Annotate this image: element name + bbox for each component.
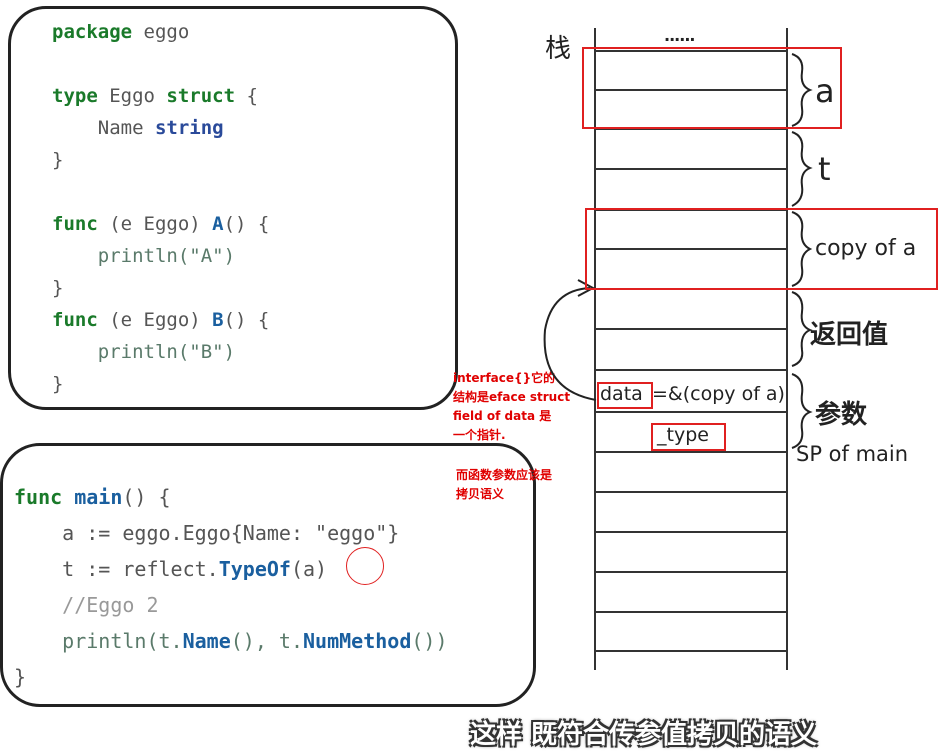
- stack-title: 栈: [545, 34, 572, 64]
- highlight-copy-slot: [585, 208, 938, 290]
- brace-params: [791, 373, 813, 449]
- receiver-a: (e Eggo): [97, 213, 213, 235]
- label-params: 参数: [815, 400, 868, 430]
- copy-pointer-arrow: [543, 287, 597, 401]
- kw-package: package: [52, 21, 133, 43]
- struct-code-panel: [8, 6, 458, 410]
- main-sig: () {: [122, 485, 171, 509]
- main-fn-name: main: [74, 485, 123, 509]
- typeof-fn: TypeOf: [218, 557, 291, 581]
- brace-a: [791, 53, 813, 127]
- method-b-close: }: [52, 373, 64, 395]
- type-name: Eggo: [97, 85, 167, 107]
- typeof-arg: (a): [290, 557, 328, 581]
- brace-copy: [791, 211, 813, 287]
- label-copy-of-a: copy of a: [815, 236, 917, 261]
- stack-divider: [594, 328, 788, 330]
- method-a-close: }: [52, 277, 64, 299]
- println-b: println("B"): [52, 341, 236, 363]
- assign-a-line: a := eggo.Eggo{Name: "eggo"}: [14, 521, 400, 545]
- highlight-data-field: [597, 382, 653, 409]
- stack-divider: [594, 611, 788, 613]
- package-name: eggo: [132, 21, 190, 43]
- kw-func-b: func: [52, 309, 98, 331]
- stack-divider: [594, 491, 788, 493]
- println-end: ()): [411, 629, 448, 653]
- nummethod-method: NumMethod: [303, 629, 412, 653]
- highlight-type-field: [651, 423, 726, 451]
- brace-return: [791, 291, 813, 367]
- receiver-b: (e Eggo): [97, 309, 213, 331]
- kw-func-main: func: [14, 485, 63, 509]
- highlight-a-slot: [582, 47, 842, 129]
- println-mid: (), t.: [230, 629, 303, 653]
- copy-semantics-note: 而函数参数应该是 拷贝语义: [456, 468, 553, 501]
- data-word: data: [600, 383, 643, 405]
- stack-right-wall: [786, 28, 788, 670]
- field-type: string: [154, 117, 224, 139]
- stack-divider: [594, 571, 788, 573]
- method-a-sig: () {: [223, 213, 270, 235]
- data-pointer-text: =&(copy of a): [652, 383, 785, 405]
- field-name: Name: [52, 117, 155, 139]
- kw-struct: struct: [166, 85, 236, 107]
- main-close: }: [14, 665, 27, 689]
- eface-note: interface{}它的 结构是eface struct field of d…: [453, 371, 571, 442]
- brace-t: [791, 131, 813, 207]
- stack-divider: [594, 50, 788, 52]
- main-code-block: func main() { a := eggo.Eggo{Name: "eggo…: [14, 479, 448, 695]
- method-b-name: B: [212, 309, 224, 331]
- stack-divider: [594, 650, 788, 652]
- name-method: Name: [182, 629, 231, 653]
- println-prefix: println(t.: [14, 629, 183, 653]
- type-word: _type: [657, 424, 709, 446]
- stack-divider: [594, 89, 788, 91]
- stack-divider: [594, 411, 788, 413]
- label-return-value: 返回值: [810, 320, 889, 350]
- main-code-panel: [0, 443, 536, 707]
- arg-highlight-circle: [346, 547, 384, 585]
- stack-divider: [594, 451, 788, 453]
- subtitle-caption: 这样 既符合传参值拷贝的语义: [470, 720, 818, 750]
- brace-open: {: [235, 85, 258, 107]
- brace-close: }: [52, 149, 64, 171]
- println-a: println("A"): [52, 245, 236, 267]
- stack-divider: [594, 168, 788, 170]
- stack-divider: [594, 248, 788, 250]
- stack-divider: [594, 531, 788, 533]
- method-a-name: A: [212, 213, 224, 235]
- label-sp-of-main: SP of main: [796, 442, 909, 466]
- typeof-prefix: t := reflect.: [14, 557, 219, 581]
- stack-ellipsis: ......: [664, 26, 695, 45]
- label-a: a: [815, 72, 835, 110]
- struct-code-block: package eggo type Eggo struct { Name str…: [52, 16, 269, 400]
- label-t: t: [818, 150, 831, 188]
- kw-type: type: [52, 85, 98, 107]
- method-b-sig: () {: [223, 309, 270, 331]
- stack-divider: [594, 369, 788, 371]
- comment-line: //Eggo 2: [14, 593, 159, 617]
- stack-left-wall: [594, 28, 596, 670]
- kw-func-a: func: [52, 213, 98, 235]
